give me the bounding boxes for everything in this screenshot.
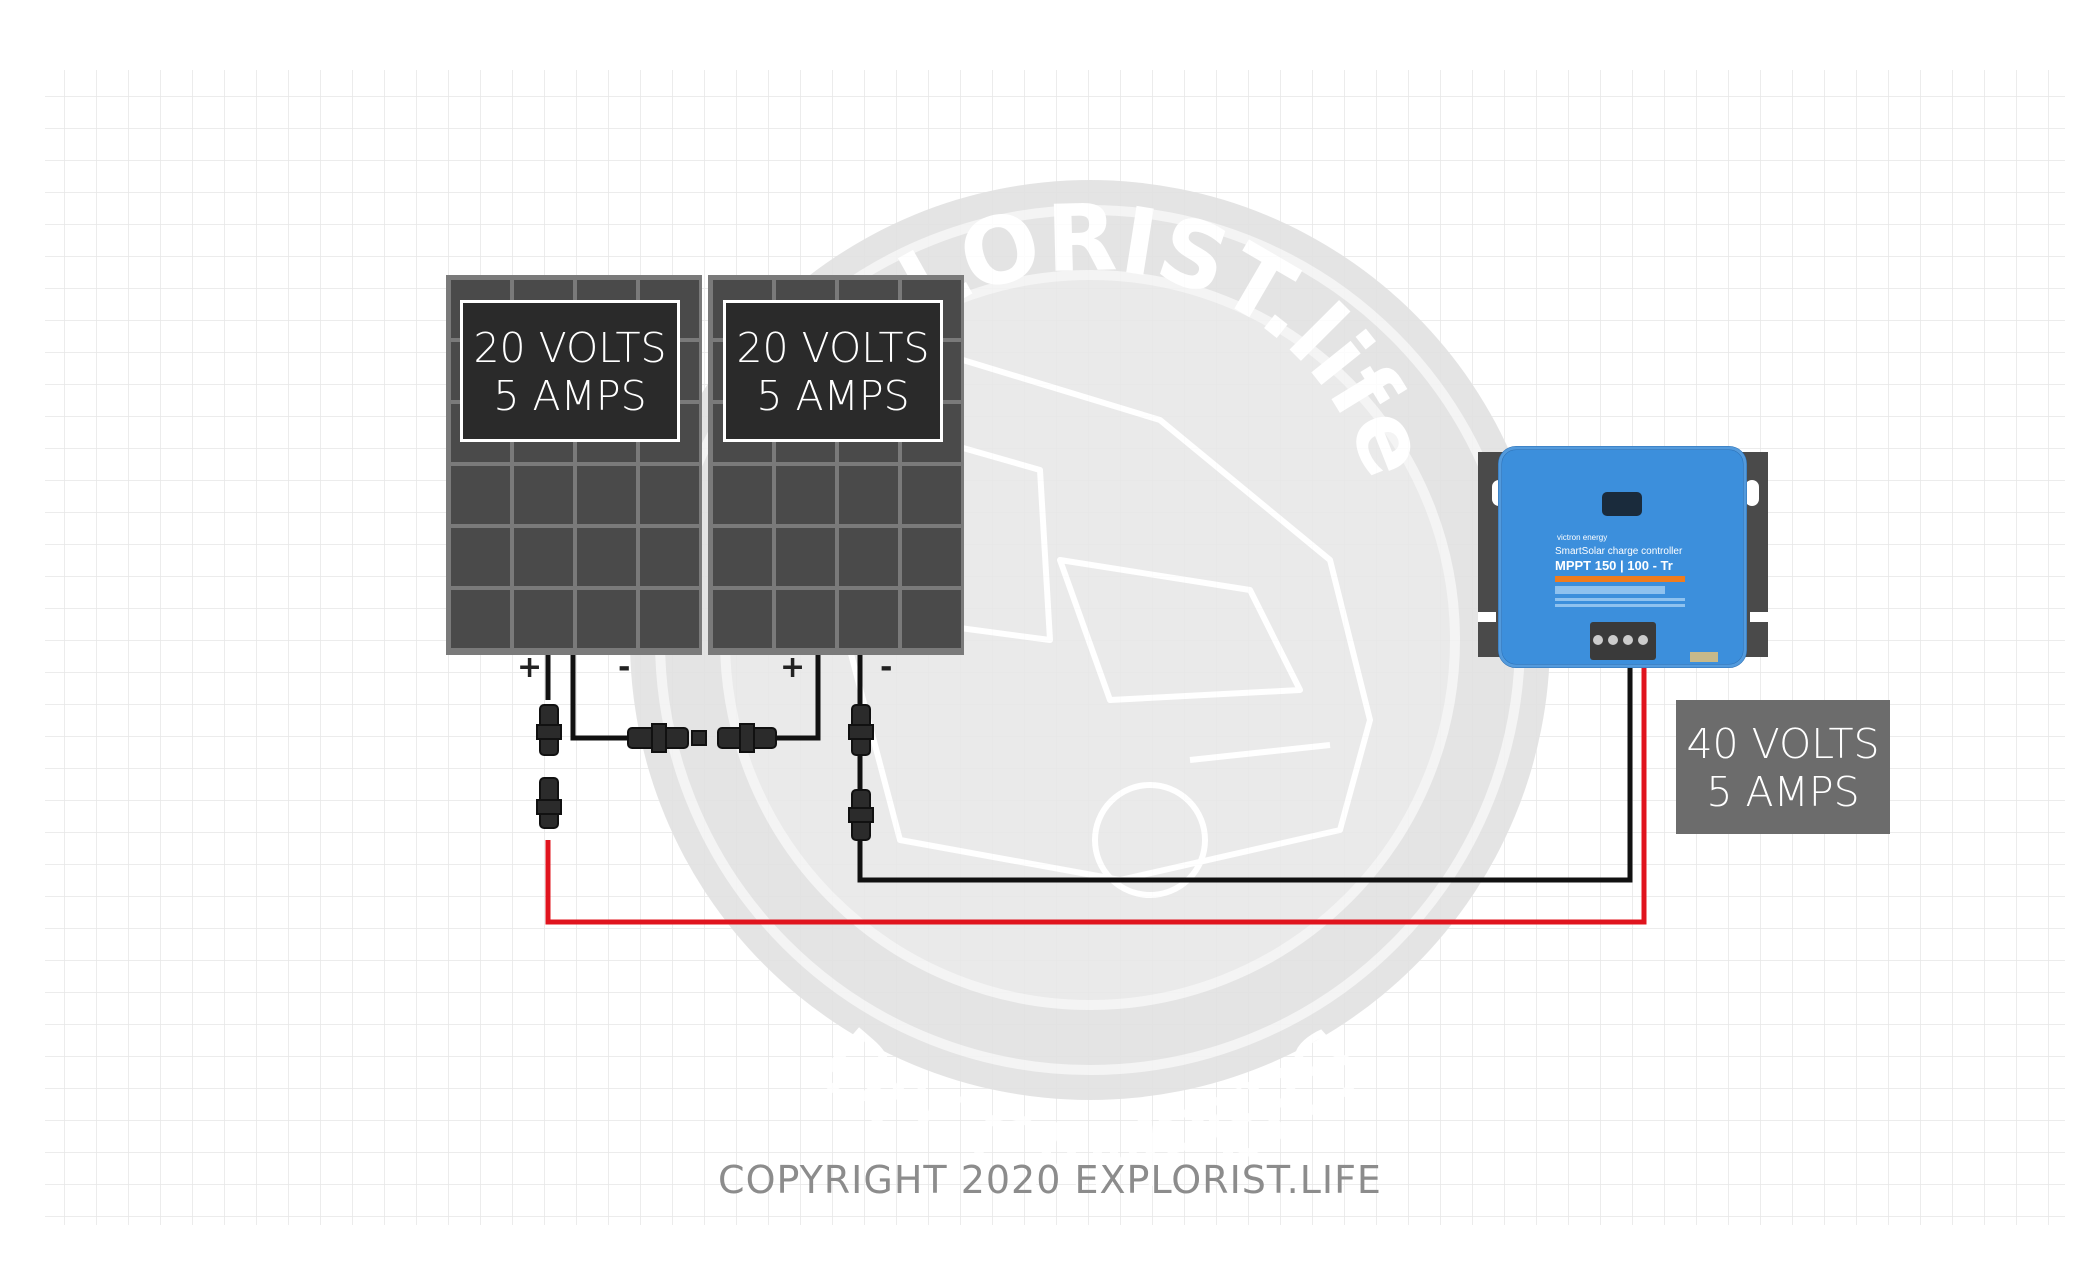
panel-2-positive-sign: +	[780, 650, 806, 685]
solar-cell	[451, 466, 510, 524]
solar-cell	[776, 466, 835, 524]
controller-orange-stripe	[1555, 576, 1685, 582]
panel-1-negative-sign: -	[618, 650, 631, 685]
mppt-charge-controller[interactable]: victron energy SmartSolar charge control…	[1478, 446, 1768, 668]
controller-terminal-block	[1590, 622, 1656, 660]
negative-wires	[570, 655, 1633, 883]
positive-output-wire	[545, 660, 1647, 925]
solar-cell	[713, 466, 772, 524]
solar-cell	[577, 590, 636, 648]
mc4-series-connector	[627, 723, 777, 753]
mc4-connector-panel1-positive	[536, 704, 562, 829]
solar-cell	[514, 466, 573, 524]
controller-model: MPPT 150 | 100 - Tr	[1555, 558, 1673, 573]
solar-cell	[902, 590, 961, 648]
solar-cell	[839, 466, 898, 524]
solar-cell	[640, 590, 699, 648]
mc4-connector-panel2-negative	[848, 704, 874, 841]
controller-product: SmartSolar charge controller	[1555, 546, 1683, 557]
solar-cell	[713, 528, 772, 586]
panel-2-amps: 5 AMPS	[756, 372, 910, 420]
solar-cell	[776, 528, 835, 586]
panel-1-amps: 5 AMPS	[493, 372, 647, 420]
output-volts: 40 VOLTS	[1686, 720, 1880, 768]
solar-cell	[902, 466, 961, 524]
solar-cell	[713, 590, 772, 648]
solar-cell	[839, 528, 898, 586]
copyright-text: COPYRIGHT 2020 EXPLORIST.LIFE	[718, 1158, 1382, 1202]
solar-cell	[514, 590, 573, 648]
solar-cell	[514, 528, 573, 586]
panel-2-negative-sign: -	[880, 650, 893, 685]
solar-cell	[776, 590, 835, 648]
panel-2-label: 20 VOLTS 5 AMPS	[723, 300, 943, 442]
panel-1-volts: 20 VOLTS	[473, 324, 667, 372]
solar-cell	[839, 590, 898, 648]
panel-2-volts: 20 VOLTS	[736, 324, 930, 372]
controller-brand: victron energy	[1557, 533, 1607, 542]
negative-output-wire	[857, 655, 1633, 883]
solar-cell	[902, 528, 961, 586]
series-link-wire-left	[570, 655, 640, 741]
output-label: 40 VOLTS 5 AMPS	[1676, 700, 1890, 834]
controller-display-window	[1602, 492, 1642, 516]
panel-1-label: 20 VOLTS 5 AMPS	[460, 300, 680, 442]
solar-cell	[451, 528, 510, 586]
positive-wires	[545, 655, 1647, 925]
solar-cell	[640, 466, 699, 524]
solar-cell	[451, 590, 510, 648]
solar-cell	[640, 528, 699, 586]
solar-cell	[577, 528, 636, 586]
output-amps: 5 AMPS	[1706, 768, 1860, 816]
panel-1-positive-sign: +	[517, 650, 543, 685]
solar-cell	[577, 466, 636, 524]
